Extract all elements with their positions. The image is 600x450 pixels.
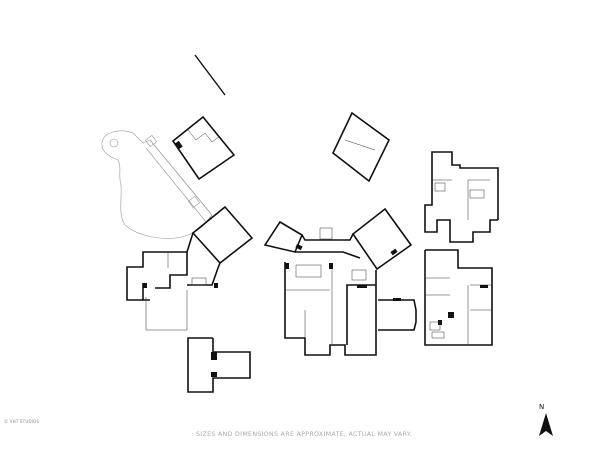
pool-house	[171, 115, 236, 181]
upper-floor	[424, 151, 499, 243]
pool-area	[101, 130, 213, 239]
main-house	[263, 207, 417, 356]
copyright-text: © VHT STUDIOS	[4, 419, 40, 424]
guest-house	[126, 232, 221, 331]
north-arrow-icon	[539, 413, 553, 436]
disclaimer-text: SIZES AND DIMENSIONS ARE APPROXIMATE, AC…	[196, 431, 413, 438]
garage	[191, 205, 254, 265]
property-line	[194, 54, 226, 96]
outbuilding	[187, 337, 251, 393]
detached-building	[332, 111, 391, 183]
lower-floor	[424, 249, 493, 346]
north-label: N	[539, 403, 545, 411]
